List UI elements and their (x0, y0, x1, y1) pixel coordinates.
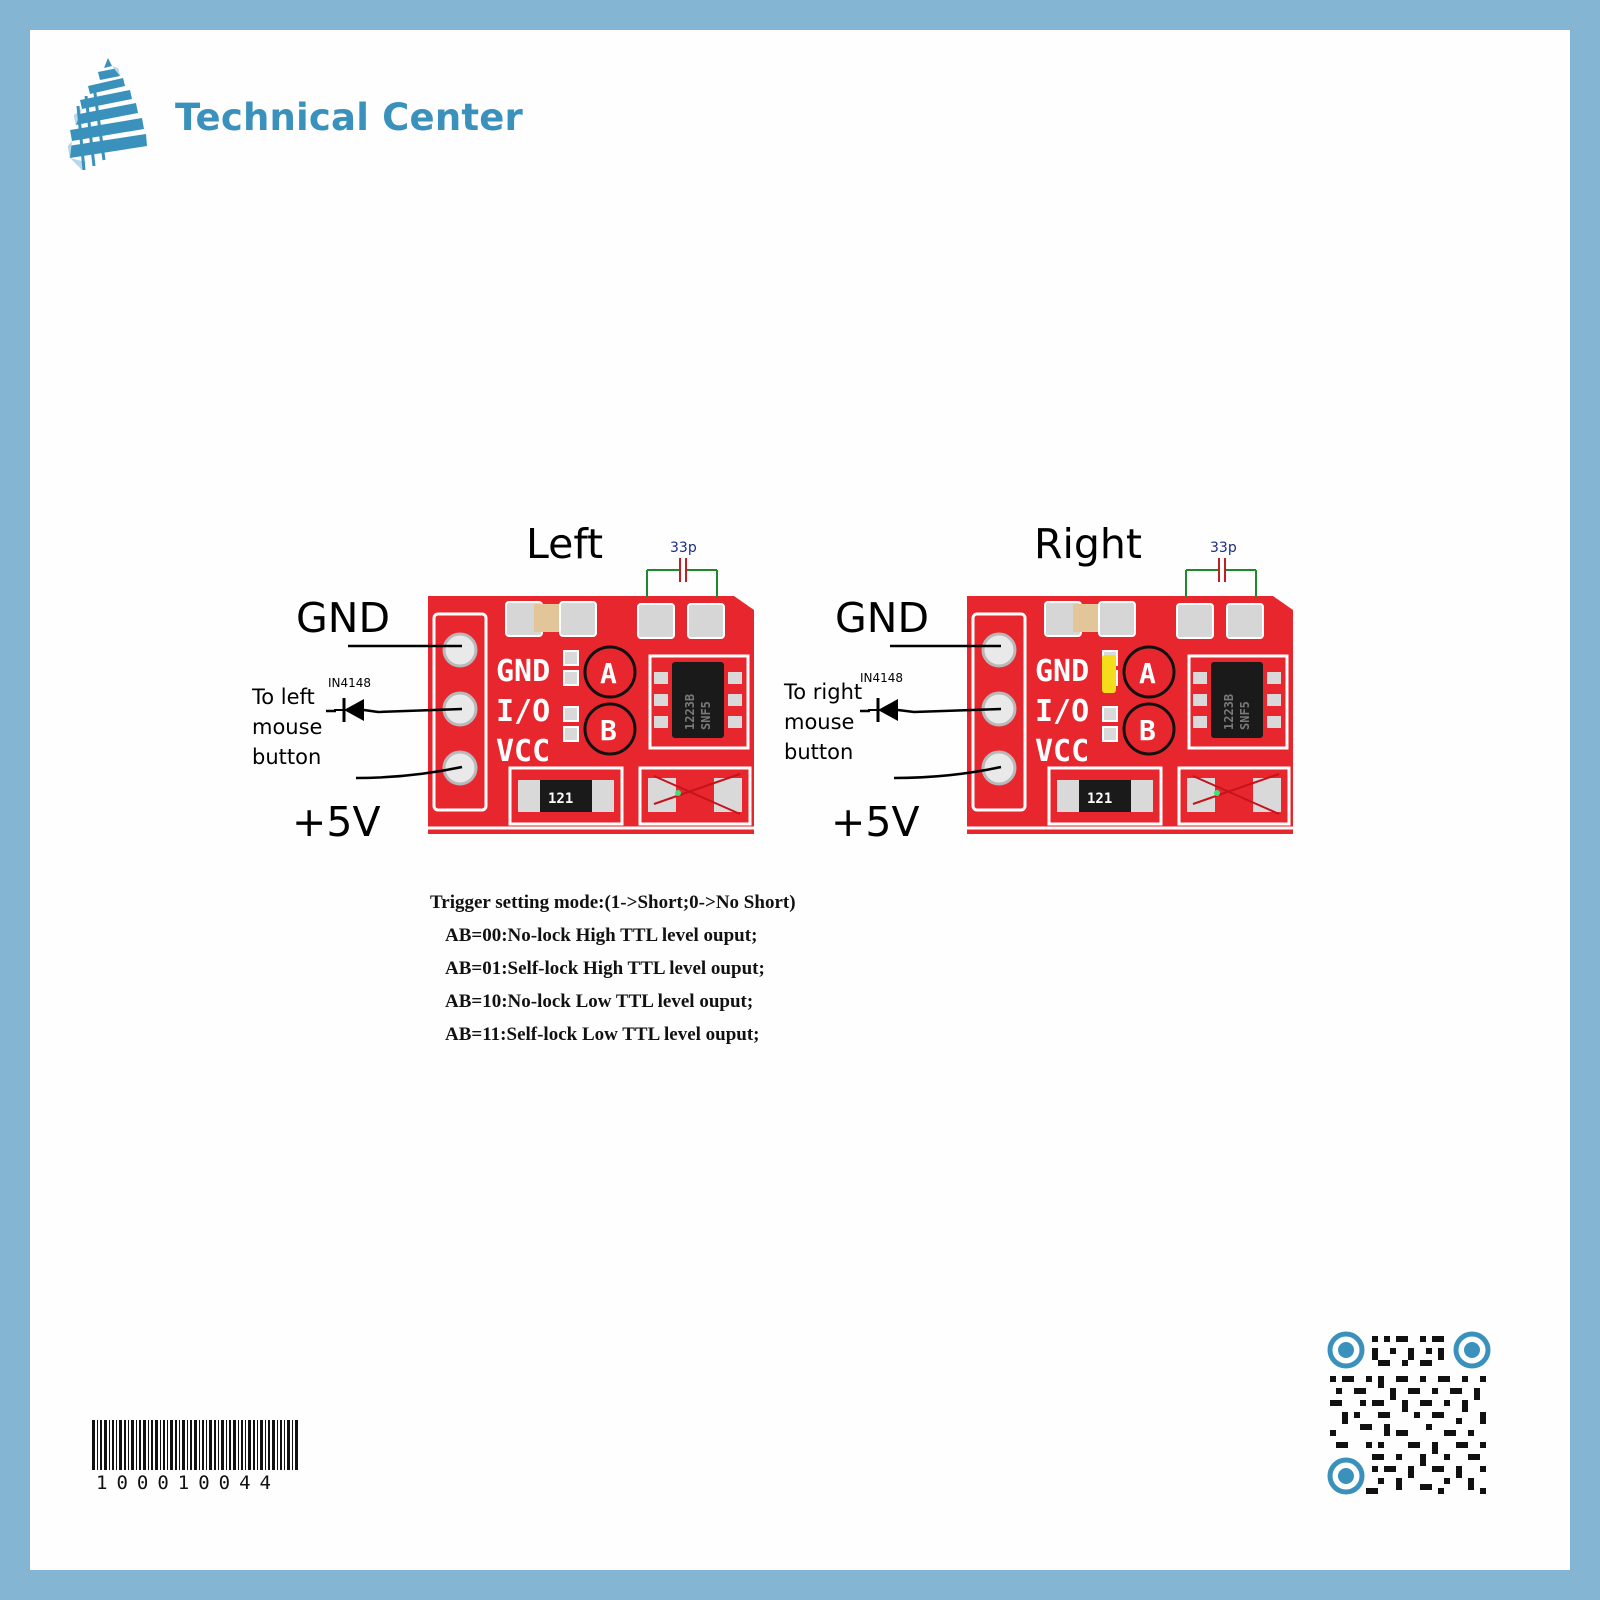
left-silk-vcc: VCC (496, 734, 550, 769)
right-capacitor-label: 33p (1210, 540, 1237, 556)
left-side-label-line-2: mouse (252, 715, 323, 739)
trigger-mode-line: AB=10:No-lock Low TTL level ouput; (445, 991, 754, 1012)
left-silk-io: I/O (496, 694, 550, 729)
right-diode-symbol (866, 696, 900, 724)
left-wires (326, 644, 463, 780)
right-silk-io: I/O (1035, 694, 1089, 729)
left-capacitor-symbol (646, 557, 718, 599)
right-capacitor-symbol (1185, 557, 1257, 599)
left-module-title: Left (526, 520, 604, 568)
left-silk-jumper-a: A (600, 657, 617, 690)
right-wires (860, 644, 1002, 780)
trigger-notes-title: Trigger setting mode:(1->Short;0->No Sho… (430, 892, 796, 913)
right-solder-bridge (1102, 655, 1116, 693)
trigger-notes: Trigger setting mode:(1->Short;0->No Sho… (430, 886, 796, 1051)
right-silk-jumper-b: B (1139, 714, 1156, 747)
right-silk-jumper-a: A (1139, 657, 1156, 690)
right-vcc-label: +5V (831, 798, 920, 846)
wiring-diagram: GND I/O VCC A B 121 1223B SNF5 GND I/O V… (326, 557, 1295, 836)
right-side-label-line-3: button (784, 740, 854, 764)
right-module-title: Right (1034, 520, 1142, 568)
left-silk-chip-line1: 1223B (683, 694, 697, 730)
brand-name: Technical Center (175, 96, 523, 139)
barcode (92, 1420, 298, 1470)
left-silk-resistor: 121 (548, 791, 573, 807)
tiered-pyramid-logo-icon (68, 58, 147, 171)
barcode-number: 100010044 (96, 1472, 280, 1494)
diagram-sheet: Technical Center (30, 30, 1570, 1570)
right-gnd-label: GND (835, 594, 930, 642)
left-side-label: To left mouse button (252, 682, 322, 772)
qr-code-icon (1327, 1331, 1491, 1495)
trigger-mode-line: AB=11:Self-lock Low TTL level ouput; (445, 1024, 760, 1045)
left-silk-jumper-b: B (600, 714, 617, 747)
right-side-label-line-2: mouse (784, 710, 855, 734)
right-side-label: To right mouse button (784, 677, 862, 767)
right-side-label-line-1: To right (784, 680, 863, 704)
right-silk-vcc: VCC (1035, 734, 1089, 769)
trigger-mode-line: AB=00:No-lock High TTL level ouput; (445, 925, 758, 946)
left-side-label-line-3: button (252, 745, 322, 769)
right-silk-resistor: 121 (1087, 791, 1112, 807)
left-gnd-label: GND (296, 594, 391, 642)
trigger-mode-line: AB=01:Self-lock High TTL level ouput; (445, 958, 765, 979)
right-silk-chip-line1: 1223B (1222, 694, 1236, 730)
left-diode-symbol (332, 696, 366, 724)
left-side-label-line-1: To left (252, 685, 315, 709)
left-diode-label: IN4148 (328, 676, 372, 690)
left-silk-chip-line2: SNF5 (699, 701, 713, 730)
left-vcc-label: +5V (292, 798, 381, 846)
left-silk-gnd: GND (496, 654, 550, 689)
right-silk-chip-line2: SNF5 (1238, 701, 1252, 730)
left-capacitor-label: 33p (670, 540, 697, 556)
right-silk-gnd: GND (1035, 654, 1089, 689)
right-diode-label: IN4148 (860, 671, 904, 685)
